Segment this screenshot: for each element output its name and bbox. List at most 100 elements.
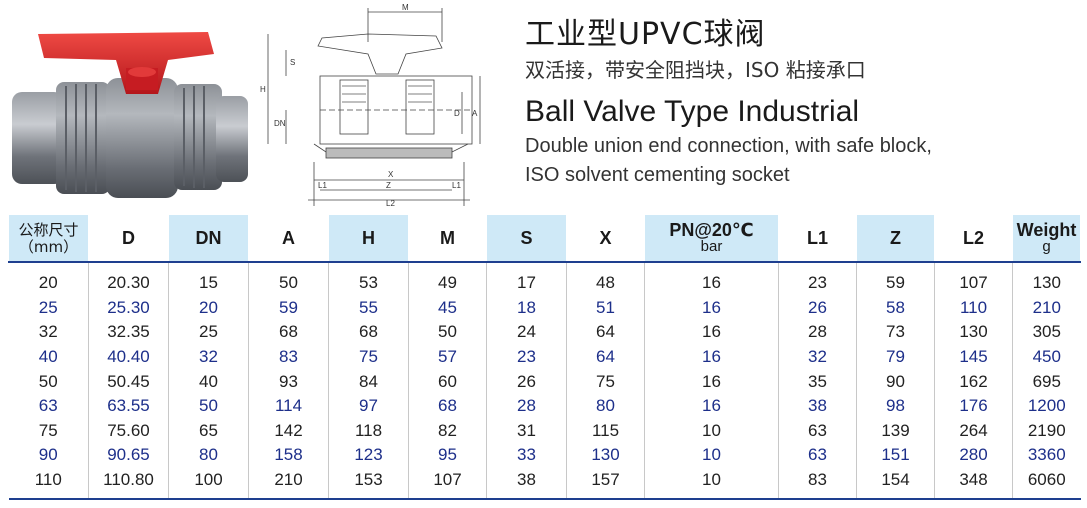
svg-text:L1: L1 xyxy=(452,181,461,190)
table-cell: 115 xyxy=(566,418,645,444)
product-photo xyxy=(8,14,250,202)
table-cell: 98 xyxy=(856,393,935,419)
table-cell: 100 xyxy=(168,467,249,501)
table-cell: 20.30 xyxy=(88,262,169,296)
table-cell: 63 xyxy=(38,396,58,416)
header-x: X xyxy=(566,215,645,263)
table-cell: 16 xyxy=(644,295,779,321)
table-cell: 348 xyxy=(934,467,1013,501)
table-cell: 60 xyxy=(408,369,487,394)
table-cell: 65 xyxy=(168,418,249,444)
header-sub: （mm） xyxy=(18,238,79,256)
table-cell: 90.65 xyxy=(88,443,169,468)
title-block: 工业型UPVC球阀 双活接，带安全阻挡块，ISO 粘接承口 Ball Valve… xyxy=(525,16,1085,188)
header-nominal-size: 公称尺寸 （mm） xyxy=(8,215,89,263)
table-cell: 107 xyxy=(408,467,487,501)
svg-text:Z: Z xyxy=(386,181,391,190)
table-cell: 280 xyxy=(934,443,1013,468)
header-h: H xyxy=(328,215,409,263)
table-cell: 75 xyxy=(38,420,58,440)
table-cell: 110 xyxy=(934,295,1013,321)
table-cell: 153 xyxy=(328,467,409,501)
header-label: S xyxy=(520,228,533,248)
svg-text:L2: L2 xyxy=(386,199,395,208)
table-cell: 32 xyxy=(168,344,249,370)
table-cell: 264 xyxy=(934,418,1013,444)
english-title: Ball Valve Type Industrial xyxy=(525,95,860,128)
table-cell: 63.55 xyxy=(88,393,169,419)
table-cell: 110 xyxy=(8,467,89,501)
table-header-row: 公称尺寸 （mm） D DN A H M S X PN@20℃ bar L1 Z… xyxy=(8,215,1081,263)
table-cell: 15 xyxy=(168,262,249,296)
table-cell: 176 xyxy=(934,393,1013,419)
table-cell: 75.60 xyxy=(88,418,169,444)
table-cell: 162 xyxy=(934,369,1013,394)
table-cell: 20 xyxy=(38,273,58,293)
table-cell: 59 xyxy=(856,262,935,296)
header-label: A xyxy=(282,228,295,248)
table-cell: 28 xyxy=(778,320,857,345)
table-cell: 50 xyxy=(168,393,249,419)
table-cell: 51 xyxy=(566,295,645,321)
table-cell: 40 xyxy=(168,369,249,394)
table-cell: 23 xyxy=(486,344,567,370)
header-a: A xyxy=(248,215,329,263)
table-cell: 110.80 xyxy=(88,467,169,501)
table-cell: 305 xyxy=(1012,320,1081,345)
table-cell: 26 xyxy=(778,295,857,321)
table-cell: 2190 xyxy=(1012,418,1081,444)
table-cell: 45 xyxy=(408,295,487,321)
table-cell: 90 xyxy=(856,369,935,394)
header-z: Z xyxy=(856,215,935,263)
header-sub: bar xyxy=(700,238,723,255)
table-cell: 35 xyxy=(778,369,857,394)
header-label: X xyxy=(599,228,612,248)
header-sub: g xyxy=(1042,238,1051,255)
table-cell: 16 xyxy=(644,393,779,419)
table-cell: 32 xyxy=(38,322,58,342)
table-cell: 123 xyxy=(328,443,409,468)
english-subtitle-line1: Double union end connection, with safe b… xyxy=(525,135,932,157)
table-cell: 97 xyxy=(328,393,409,419)
table-cell: 10 xyxy=(644,467,779,501)
table-cell: 145 xyxy=(934,344,1013,370)
header-label: D xyxy=(122,228,135,248)
header-label: L2 xyxy=(962,228,984,248)
svg-text:DN: DN xyxy=(274,119,286,128)
table-cell: 83 xyxy=(778,467,857,501)
table-cell: 20 xyxy=(168,295,249,321)
table-cell: 50 xyxy=(408,320,487,345)
table-cell: 695 xyxy=(1012,369,1081,394)
svg-text:L1: L1 xyxy=(318,181,327,190)
chinese-title: 工业型UPVC球阀 xyxy=(525,17,766,52)
table-cell: 55 xyxy=(328,295,409,321)
header-label: DN xyxy=(195,228,222,248)
table-cell: 23 xyxy=(778,262,857,296)
table-cell: 157 xyxy=(566,467,645,501)
table-cell: 57 xyxy=(408,344,487,370)
table-cell: 10 xyxy=(644,443,779,468)
table-cell: 58 xyxy=(856,295,935,321)
table-cell: 53 xyxy=(328,262,409,296)
header-label: 公称尺寸 xyxy=(18,221,79,239)
header-dn: DN xyxy=(168,215,249,263)
table-cell: 151 xyxy=(856,443,935,468)
table-cell: 154 xyxy=(856,467,935,501)
english-subtitle-line2: ISO solvent cementing socket xyxy=(525,164,790,186)
svg-text:X: X xyxy=(388,170,394,179)
table-cell: 33 xyxy=(486,443,567,468)
table-cell: 49 xyxy=(408,262,487,296)
header-label: Weight xyxy=(1016,220,1077,240)
header-d: D xyxy=(88,215,169,263)
table-cell: 63 xyxy=(778,418,857,444)
technical-drawing: M S H DN D A X Z L1 L1 L2 xyxy=(256,2,486,208)
table-cell: 40 xyxy=(38,347,58,367)
table-cell: 75 xyxy=(566,369,645,394)
table-cell: 16 xyxy=(644,320,779,345)
table-cell: 38 xyxy=(778,393,857,419)
table-cell: 64 xyxy=(566,344,645,370)
table-cell: 18 xyxy=(486,295,567,321)
